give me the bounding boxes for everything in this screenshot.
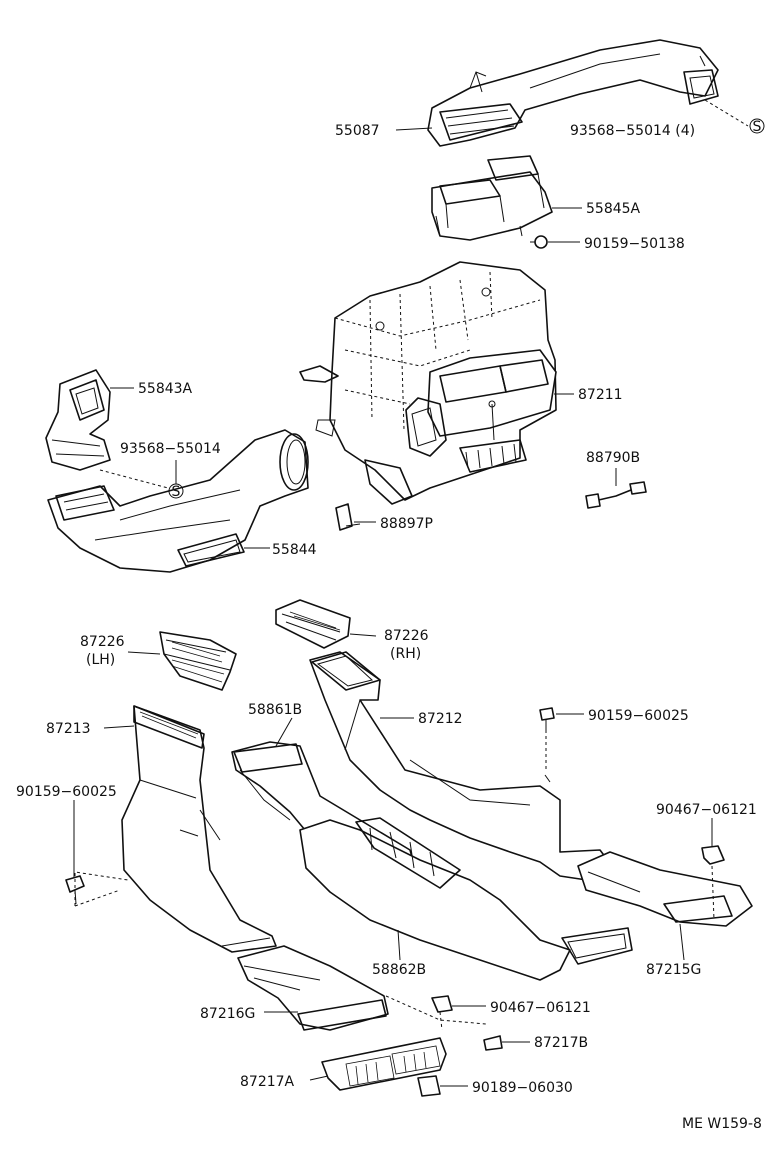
heater-unit-87211[interactable] — [299, 261, 557, 505]
label-93568-55014: 93568−55014 — [120, 441, 221, 457]
duct-87216G[interactable] — [237, 945, 389, 1031]
vent-55843A[interactable] — [45, 369, 111, 471]
label-rh: (RH) — [390, 646, 421, 662]
label-90467-06121-center: 90467−06121 — [490, 1000, 591, 1016]
label-90159-50138: 90159−50138 — [584, 236, 685, 252]
register-87217A[interactable] — [321, 1037, 447, 1091]
label-58862B: 58862B — [372, 962, 426, 978]
label-87226-lh: 87226 — [80, 634, 125, 650]
label-55845A: 55845A — [586, 201, 641, 217]
register-87226-lh[interactable] — [159, 631, 237, 691]
label-87226-rh: 87226 — [384, 628, 429, 644]
label-58861B: 58861B — [248, 702, 302, 718]
label-93568-55014-4: 93568−55014 (4) — [570, 123, 695, 139]
s-symbol-top — [749, 118, 765, 134]
duct-55844[interactable] — [47, 429, 309, 573]
label-87212: 87212 — [418, 711, 463, 727]
label-90159-60025-right: 90159−60025 — [588, 708, 689, 724]
duct-55087[interactable] — [427, 39, 719, 147]
label-55843A: 55843A — [138, 381, 193, 397]
label-90189-06030: 90189−06030 — [472, 1080, 573, 1096]
leader-lines — [73, 127, 713, 1087]
label-lh: (LH) — [86, 652, 115, 668]
label-87213: 87213 — [46, 721, 91, 737]
screw-90159-50138[interactable] — [530, 235, 548, 249]
label-90467-06121-right: 90467−06121 — [656, 802, 757, 818]
clip-90189-06030[interactable] — [417, 1075, 441, 1097]
assembly-lines — [74, 99, 749, 1031]
label-87216G: 87216G — [200, 1006, 255, 1022]
duct-87215G[interactable] — [577, 851, 753, 927]
s-symbol-mid — [168, 483, 184, 499]
label-87217A: 87217A — [240, 1074, 295, 1090]
label-55087: 55087 — [335, 123, 380, 139]
label-87217B: 87217B — [534, 1035, 588, 1051]
s-symbol-mid-text: S — [172, 484, 181, 500]
sensor-88790B[interactable] — [585, 481, 647, 509]
clip-87217B[interactable] — [483, 1035, 503, 1051]
clip-90467-06121-right[interactable] — [701, 845, 725, 865]
register-87226-rh[interactable] — [275, 599, 351, 649]
s-symbol-top-text: S — [753, 119, 762, 135]
label-55844: 55844 — [272, 542, 317, 558]
clip-88897P[interactable] — [335, 503, 361, 531]
label-87211: 87211 — [578, 387, 623, 403]
diagram-code: ME W159-8 — [682, 1116, 762, 1132]
duct-58862B[interactable] — [299, 817, 633, 981]
duct-adapter-55845A[interactable] — [431, 155, 553, 241]
label-88790B: 88790B — [586, 450, 640, 466]
clip-90467-06121-center[interactable] — [431, 995, 453, 1013]
screw-90159-60025-right[interactable] — [539, 707, 555, 730]
label-90159-60025-left: 90159−60025 — [16, 784, 117, 800]
label-88897P: 88897P — [380, 516, 433, 532]
duct-87213[interactable] — [121, 705, 277, 953]
label-87215G: 87215G — [646, 962, 701, 978]
